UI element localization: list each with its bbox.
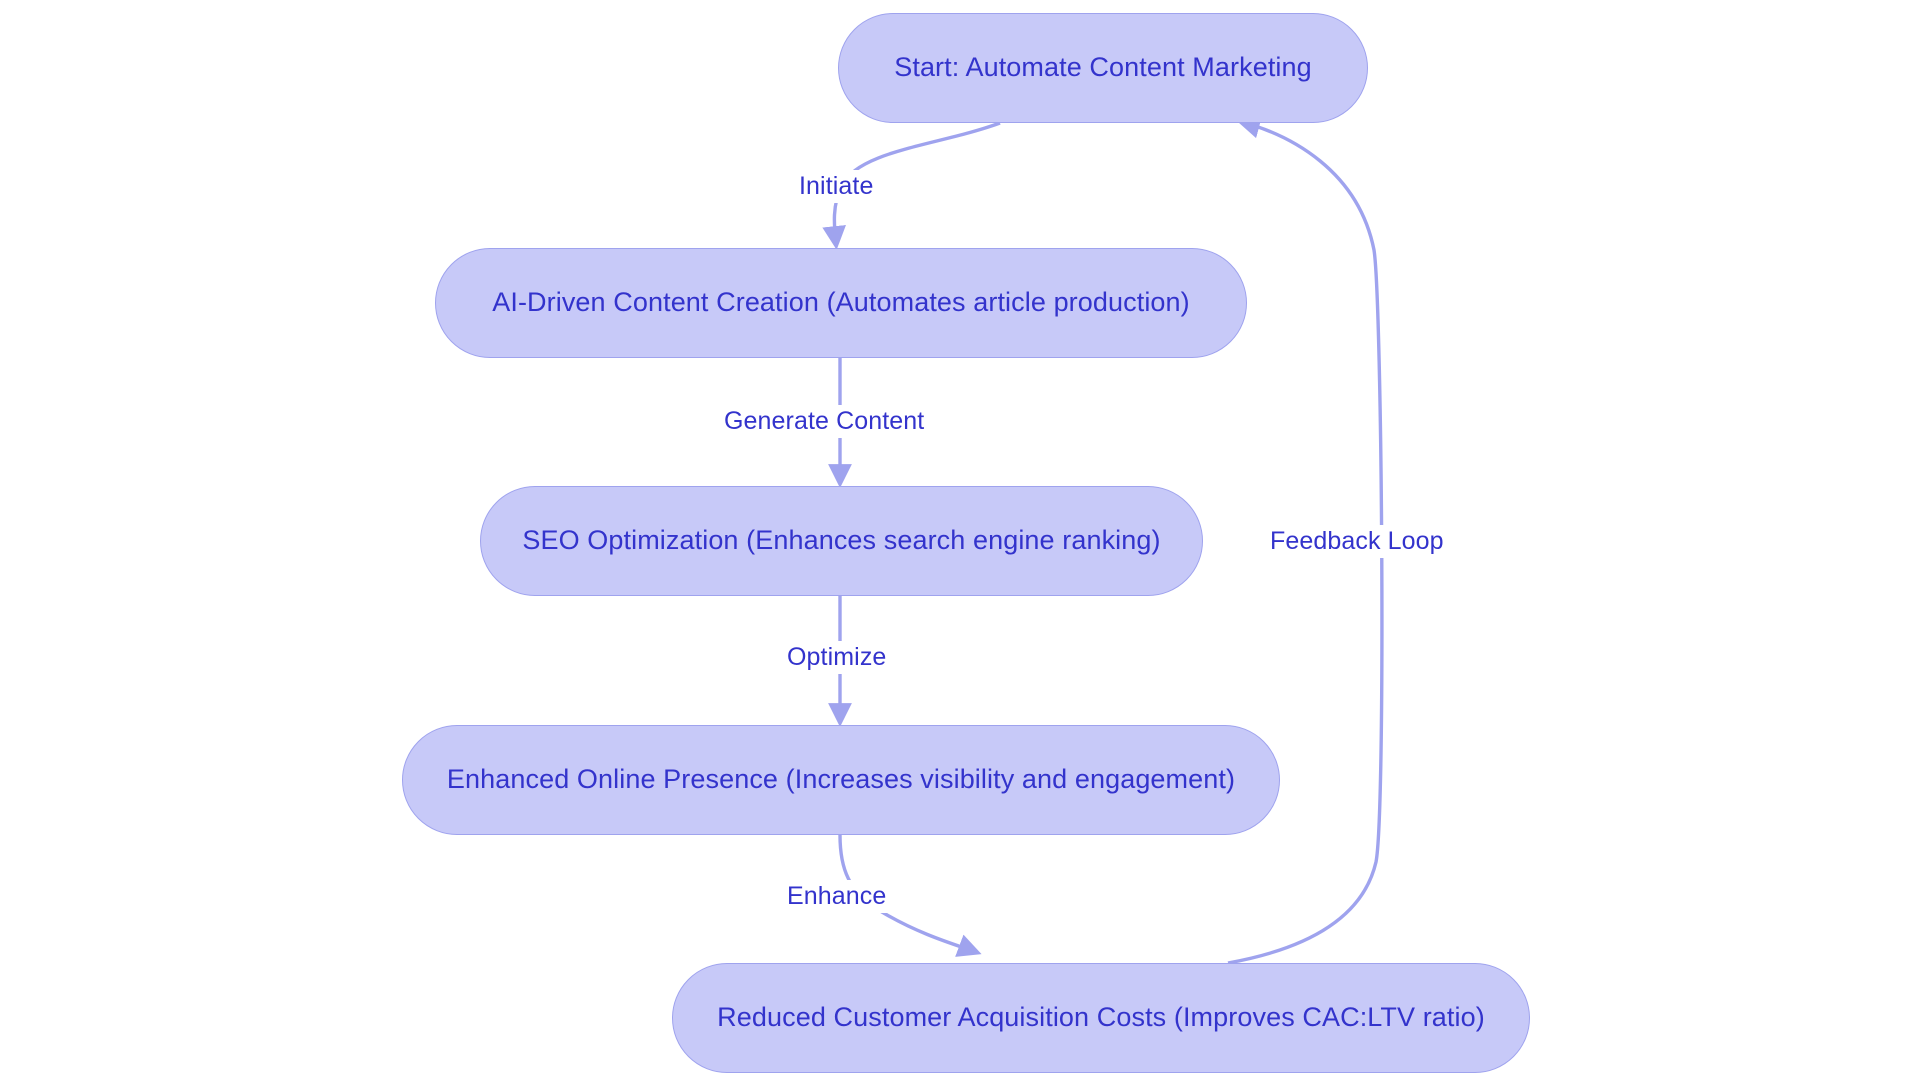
node-reduced-customer-acquisition-costs-label: Reduced Customer Acquisition Costs (Impr… — [717, 1002, 1485, 1033]
node-seo-optimization[interactable]: SEO Optimization (Enhances search engine… — [480, 486, 1203, 596]
node-reduced-customer-acquisition-costs[interactable]: Reduced Customer Acquisition Costs (Impr… — [672, 963, 1530, 1073]
node-enhanced-online-presence-label: Enhanced Online Presence (Increases visi… — [446, 764, 1236, 795]
node-seo-optimization-label: SEO Optimization (Enhances search engine… — [522, 525, 1161, 556]
node-ai-driven-content-creation-label: AI-Driven Content Creation (Automates ar… — [492, 287, 1190, 318]
node-start[interactable]: Start: Automate Content Marketing — [838, 13, 1368, 123]
edge-label-enhance: Enhance — [781, 880, 893, 913]
node-ai-driven-content-creation[interactable]: AI-Driven Content Creation (Automates ar… — [435, 248, 1247, 358]
edge-label-generate-content: Generate Content — [718, 405, 931, 438]
node-start-label: Start: Automate Content Marketing — [894, 52, 1312, 83]
node-enhanced-online-presence[interactable]: Enhanced Online Presence (Increases visi… — [402, 725, 1280, 835]
edge-label-feedback-loop: Feedback Loop — [1264, 525, 1450, 558]
edge-label-optimize: Optimize — [781, 641, 893, 674]
edge-label-initiate: Initiate — [793, 170, 880, 203]
